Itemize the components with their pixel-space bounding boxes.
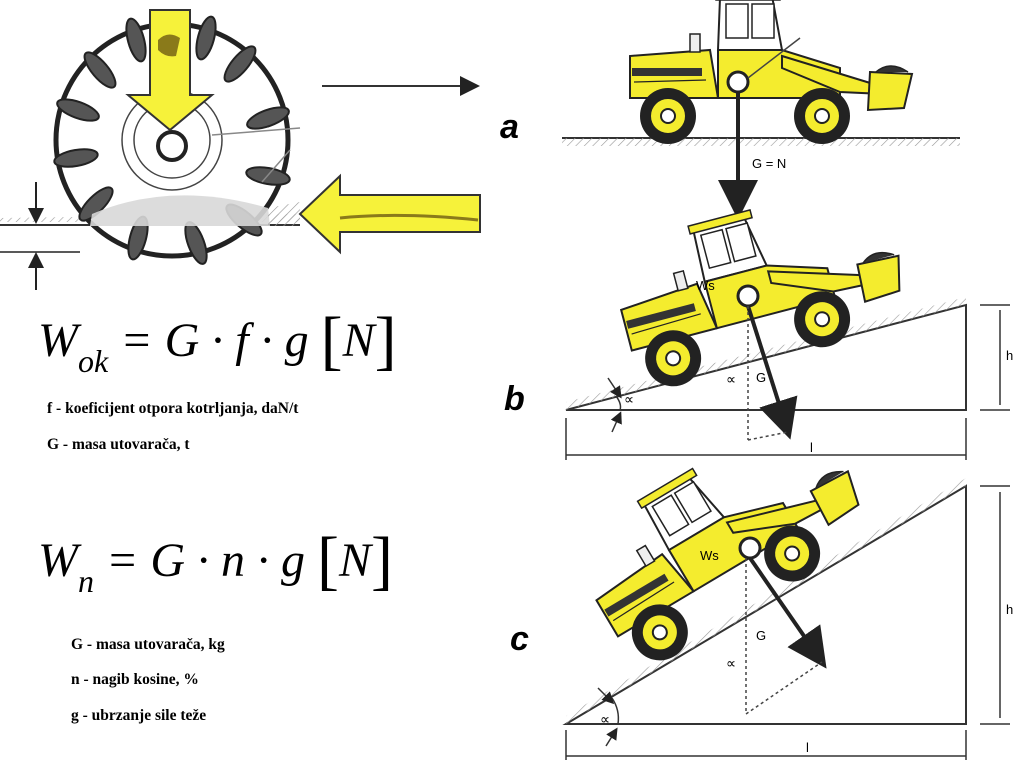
panel-c-slope — [562, 399, 1010, 760]
formula-slope-rhs: = G · n · g — [105, 534, 306, 587]
panel-b-angle-label-2: ∝ — [726, 371, 736, 387]
panel-b-letter: b — [504, 380, 525, 418]
panel-a-flat — [562, 0, 960, 220]
panel-c-resist-label: Ws — [700, 548, 719, 563]
formula-rolling-symbol: W — [38, 314, 78, 367]
panel-b-resist-label: Ws — [696, 278, 715, 293]
panel-c-force-label: G — [756, 628, 766, 643]
panel-b-height-label: h — [1006, 348, 1013, 363]
formula-slope-resistance: Wn = G · n · g [N] — [38, 524, 394, 599]
legend-slope-line-2: n - nagib kosine, % — [71, 671, 199, 688]
panel-c-height-label: h — [1006, 602, 1013, 617]
formula-slope-symbol: W — [38, 534, 78, 587]
panel-c-length-label: l — [806, 740, 809, 755]
legend-slope-line-1: G - masa utovarača, kg — [71, 636, 225, 653]
legend-slope-line-3: g - ubrzanje sile teže — [71, 707, 207, 724]
panel-a-force-label: G = N — [752, 156, 786, 171]
panel-c-letter: c — [510, 620, 529, 658]
panel-b-angle-label: ∝ — [624, 391, 634, 407]
formula-rolling-resistance: Wok = G · f · g [N] — [38, 304, 397, 379]
legend-rolling-line-1: f - koeficijent otpora kotrljanja, daN/t — [47, 400, 299, 417]
panel-b-force-label: G — [756, 370, 766, 385]
panel-b-length-label: l — [810, 440, 813, 455]
tire-detail — [0, 9, 481, 290]
formula-slope-subscript: n — [77, 563, 94, 599]
legend-rolling-line-2: G - masa utovarača, t — [47, 436, 190, 453]
formula-slope-unit: N — [339, 534, 372, 587]
formula-rolling-subscript: ok — [77, 343, 109, 379]
panel-c-angle-label: ∝ — [600, 711, 610, 727]
panel-b-slope — [565, 175, 1010, 460]
panel-a-letter: a — [500, 108, 519, 146]
formula-rolling-unit: N — [342, 314, 375, 367]
panel-c-angle-label-2: ∝ — [726, 655, 736, 671]
formula-rolling-rhs: = G · f · g — [120, 314, 309, 367]
